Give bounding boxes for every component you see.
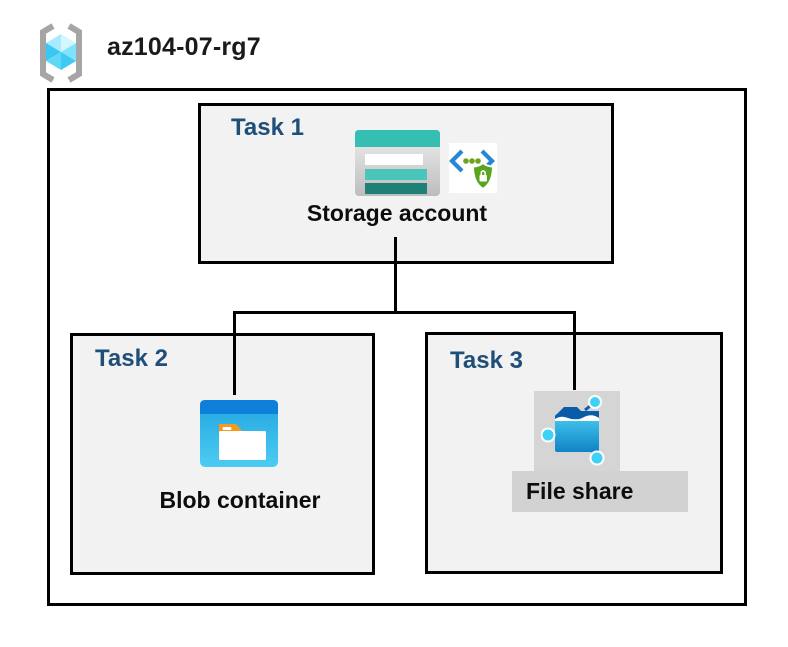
task3-label: Task 3 [450, 347, 523, 374]
task1-label: Task 1 [231, 114, 304, 141]
file-share-label-highlight: File share [512, 471, 688, 512]
file-share-label: File share [526, 478, 634, 504]
storage-account-label: Storage account [306, 200, 488, 226]
connector-to-fileshare [573, 311, 576, 390]
resource-group-icon [33, 22, 89, 84]
connector-horizontal [233, 311, 576, 314]
task2-box: Task 2 Blob container [70, 333, 375, 575]
blob-container-icon [200, 400, 278, 467]
task2-label: Task 2 [95, 345, 168, 372]
resource-group-title: az104-07-rg7 [107, 33, 261, 61]
task3-box: Task 3 [425, 332, 723, 574]
connector-storage-stem [394, 237, 397, 313]
task1-box: Task 1 [198, 103, 614, 264]
secure-transfer-icon [449, 143, 497, 193]
storage-account-icon [355, 130, 440, 196]
blob-container-label: Blob container [159, 487, 321, 513]
file-share-icon-highlight [534, 391, 620, 471]
file-share-icon [541, 394, 613, 468]
connector-to-blob [233, 311, 236, 395]
